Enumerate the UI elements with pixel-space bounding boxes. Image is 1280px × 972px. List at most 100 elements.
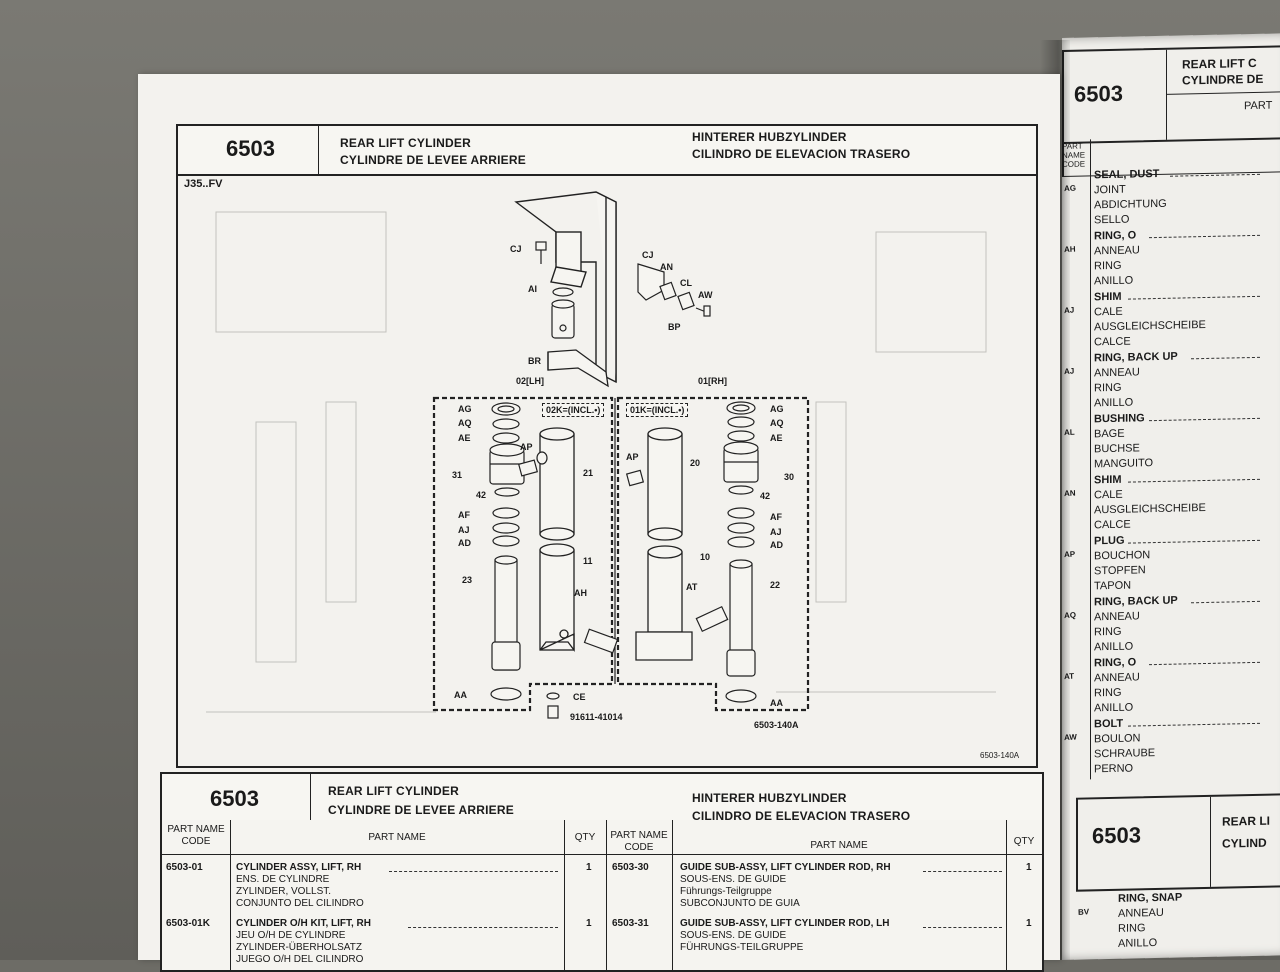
right-leader-dashes bbox=[1149, 234, 1260, 239]
part-qty: 1 bbox=[1026, 862, 1032, 873]
label-rh-aq: AQ bbox=[770, 418, 784, 428]
label-rh-ap: AP bbox=[626, 452, 639, 462]
rh-seal-stack bbox=[723, 401, 759, 703]
bracket-br bbox=[547, 349, 609, 388]
parts-table: PART NAME CODE PART NAME QTY PART NAME C… bbox=[160, 820, 1044, 972]
right-lower-line: RING, SNAP bbox=[1118, 891, 1183, 905]
right-leader-dashes bbox=[1191, 600, 1260, 604]
right-leader-dashes bbox=[1128, 478, 1260, 483]
leader-dashes bbox=[922, 871, 1002, 872]
mast-bracket bbox=[514, 191, 617, 384]
label-rh-aj: AJ bbox=[770, 527, 782, 537]
right-part-line: SHIM bbox=[1094, 473, 1122, 487]
kit-rh-label: 01K=(INCL.•) bbox=[626, 403, 689, 417]
col-header-code: PART NAME CODE bbox=[167, 824, 225, 847]
right-lower-line: ANILLO bbox=[1118, 937, 1158, 950]
right-part-line: MANGUITO bbox=[1094, 457, 1154, 471]
label-lh-ad: AD bbox=[458, 538, 471, 548]
bleed-through-ghost bbox=[206, 211, 996, 713]
right-part-line: BOUCHON bbox=[1094, 549, 1151, 563]
label-top-bp: BP bbox=[668, 322, 681, 332]
top-ring bbox=[552, 287, 574, 297]
right-part-line: PLUG bbox=[1094, 534, 1125, 548]
label-lh-31: 31 bbox=[452, 470, 463, 480]
col-header-name-2: PART NAME bbox=[810, 840, 868, 851]
rh-plug bbox=[625, 469, 729, 633]
label-rh-22: 22 bbox=[770, 580, 781, 590]
label-rh-ae: AE bbox=[770, 433, 783, 443]
part-translation: ZYLINDER, VOLLST. bbox=[236, 886, 332, 897]
label-lh-ag: AG bbox=[458, 404, 472, 414]
model-code: J35..FV bbox=[184, 178, 223, 190]
right-leader-dashes bbox=[1128, 539, 1260, 544]
label-lh-42: 42 bbox=[476, 490, 487, 500]
right-lower-code-item: BV bbox=[1077, 907, 1090, 917]
title-de: HINTERER HUBZYLINDER bbox=[692, 130, 847, 144]
right-lower-title-1: REAR LI bbox=[1222, 813, 1270, 829]
figure-frame bbox=[176, 124, 1038, 768]
label-lh-af: AF bbox=[458, 510, 470, 520]
right-part-line: BUSHING bbox=[1094, 412, 1145, 426]
right-title-en: REAR LIFT C bbox=[1182, 55, 1257, 72]
title-fr: CYLINDRE DE LEVEE ARRIERE bbox=[340, 153, 526, 167]
table-title-de: HINTERER HUBZYLINDER bbox=[692, 791, 847, 805]
right-section-code: 6503 bbox=[1074, 80, 1123, 107]
label-rh-aa: AA bbox=[770, 698, 783, 708]
part-translation: SUBCONJUNTO DE GUIA bbox=[680, 898, 800, 909]
col-header-qty-2: QTY bbox=[1013, 836, 1035, 847]
right-part-line: RING, BACK UP bbox=[1094, 594, 1178, 609]
label-lh-23: 23 bbox=[462, 575, 473, 585]
right-leader-dashes bbox=[1128, 722, 1260, 727]
leader-dashes bbox=[922, 927, 1002, 928]
label-top-an: AN bbox=[660, 262, 673, 272]
right-part-line: ANNEAU bbox=[1094, 610, 1140, 624]
label-rh-10: 10 bbox=[700, 552, 711, 562]
exploded-diagram bbox=[206, 191, 996, 719]
part-code: 6503-30 bbox=[612, 862, 649, 873]
label-top-cj: CJ bbox=[510, 244, 522, 254]
part-name: CYLINDER O/H KIT, LIFT, RH bbox=[236, 918, 371, 929]
label-lh-ah: AH bbox=[574, 588, 587, 598]
label-rh-30: 30 bbox=[784, 472, 795, 482]
right-part-line: ANILLO bbox=[1094, 274, 1134, 288]
label-lh-aj: AJ bbox=[458, 525, 470, 535]
right-lower-line: RING bbox=[1118, 922, 1146, 935]
label-side-lh: 02[LH] bbox=[516, 376, 545, 386]
table-section-code: 6503 bbox=[210, 786, 259, 811]
right-part-line: RING bbox=[1094, 686, 1122, 700]
table-header: 6503 REAR LIFT CYLINDER CYLINDRE DE LEVE… bbox=[160, 772, 1044, 826]
right-part-line: CALE bbox=[1094, 305, 1123, 319]
right-part-line: ANNEAU bbox=[1094, 366, 1140, 380]
right-part-line: BAGE bbox=[1094, 427, 1125, 441]
label-rh-af: AF bbox=[770, 512, 782, 522]
right-lower-title-2: CYLIND bbox=[1222, 835, 1267, 851]
right-part-line: BOLT bbox=[1094, 717, 1124, 731]
rh-kit-outline bbox=[616, 396, 810, 712]
lh-seal-stack bbox=[489, 402, 525, 701]
label-lh-21: 21 bbox=[583, 468, 594, 478]
label-rh-20: 20 bbox=[690, 458, 701, 468]
part-qty: 1 bbox=[586, 918, 592, 929]
leader-dashes bbox=[408, 927, 558, 928]
table-title-en: REAR LIFT CYLINDER bbox=[328, 784, 459, 798]
right-part-line: SEAL, DUST bbox=[1094, 167, 1160, 182]
cylinder-head-pin bbox=[551, 299, 575, 339]
right-part-line: STOPFEN bbox=[1094, 564, 1146, 578]
lh-kit-outline bbox=[432, 396, 614, 712]
part-qty: 1 bbox=[586, 862, 592, 873]
top-bolt bbox=[535, 241, 547, 264]
right-header-box: 6503 REAR LIFT C CYLINDRE DE PART bbox=[1062, 44, 1280, 144]
right-col-part: PART bbox=[1244, 99, 1273, 113]
part-translation: CONJUNTO DEL CILINDRO bbox=[236, 898, 364, 909]
right-lower-line: ANNEAU bbox=[1118, 906, 1164, 920]
right-leader-dashes bbox=[1149, 661, 1260, 666]
col-header-qty: QTY bbox=[574, 832, 596, 843]
right-leader-dashes bbox=[1149, 417, 1260, 422]
part-translation: FÜHRUNGS-TEILGRUPPE bbox=[680, 942, 804, 953]
right-leader-dashes bbox=[1191, 356, 1260, 360]
right-part-line: RING bbox=[1094, 625, 1122, 639]
leader-dashes bbox=[389, 871, 558, 872]
label-top-ai: AI bbox=[528, 284, 537, 294]
right-part-line: SCHRAUBE bbox=[1094, 747, 1156, 761]
part-translation: SOUS-ENS. DE GUIDE bbox=[680, 930, 787, 941]
